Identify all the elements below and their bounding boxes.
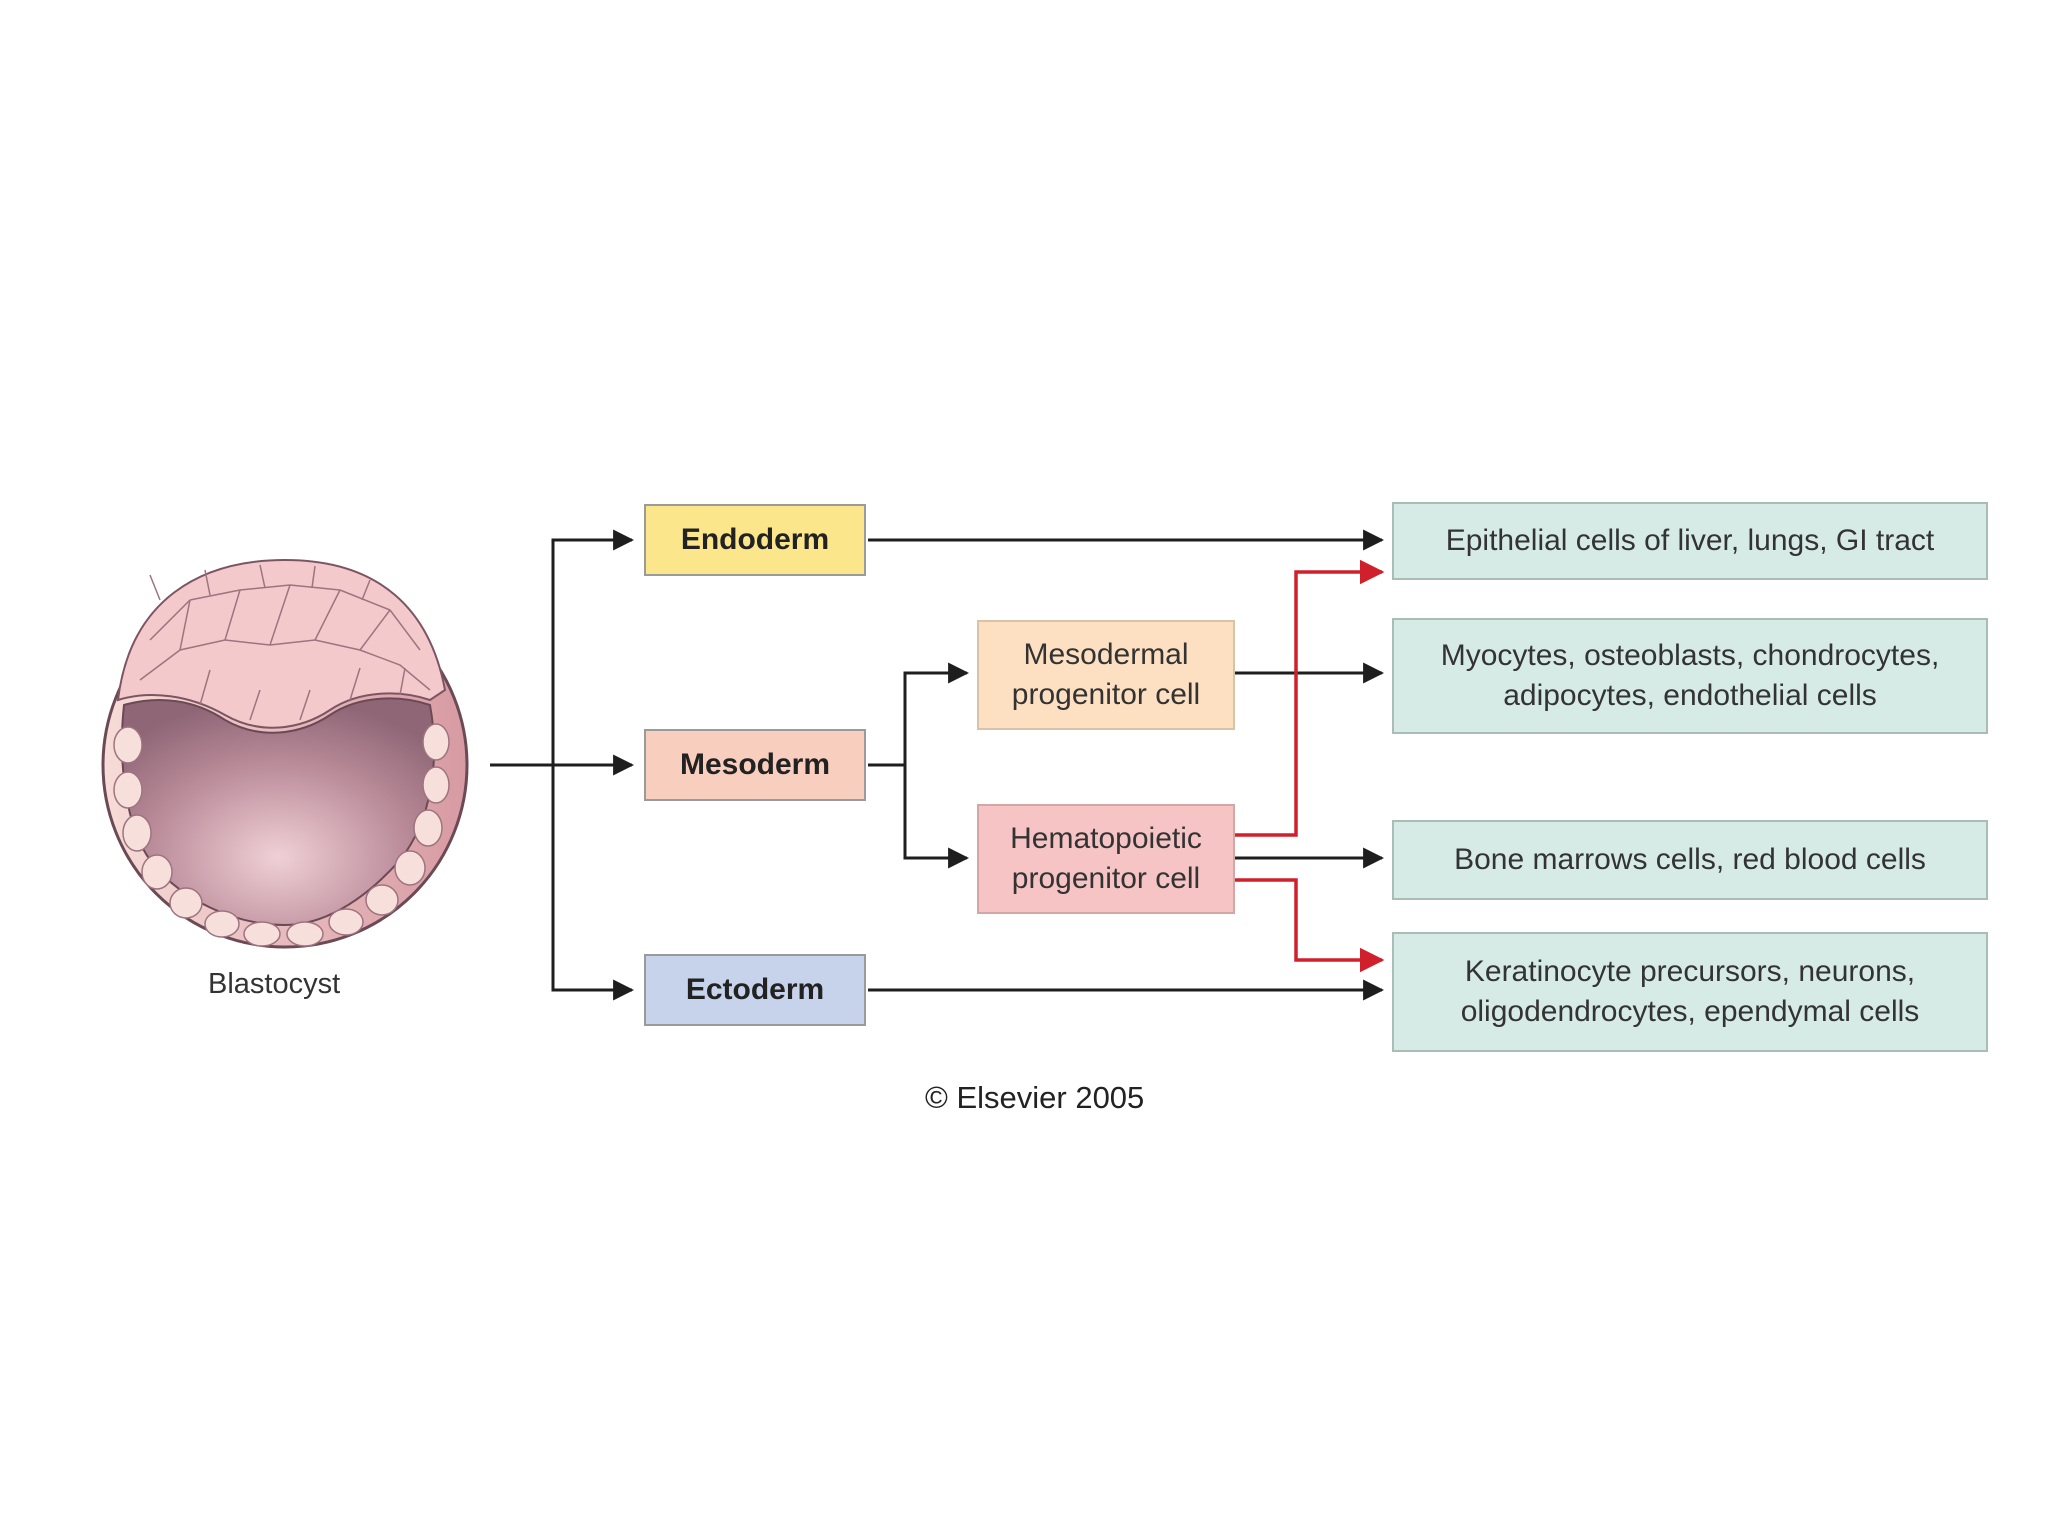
- hematopoietic-progenitor-box: Hematopoietic progenitor cell: [977, 804, 1235, 914]
- endoderm-box: Endoderm: [644, 504, 866, 576]
- arrow-to-ectoderm: [551, 765, 635, 1001]
- bone-marrow-text: Bone marrows cells, red blood cells: [1454, 843, 1926, 876]
- keratinocyte-line2: oligodendrocytes, ependymal cells: [1460, 995, 1920, 1028]
- myocytes-line2: adipocytes, endothelial cells: [1503, 679, 1877, 712]
- ectoderm-box: Ectoderm: [644, 954, 866, 1026]
- myocytes-line1: Myocytes, osteoblasts, chondrocytes,: [1440, 639, 1940, 672]
- arrow-to-mesodermal-progenitor: [903, 662, 970, 765]
- connectors: [490, 529, 1385, 1001]
- mesoderm-label: Mesoderm: [679, 748, 831, 781]
- red-arrow-to-epithelial: [1232, 559, 1385, 837]
- blastocyst-label: Blastocyst: [208, 968, 341, 1000]
- red-connectors: [1232, 559, 1385, 973]
- hematopoietic-progenitor-line1: Hematopoietic: [1010, 822, 1202, 855]
- red-arrow-to-keratinocyte: [1232, 878, 1385, 973]
- bone-marrow-box: Bone marrows cells, red blood cells: [1392, 820, 1988, 900]
- epithelial-cells-box: Epithelial cells of liver, lungs, GI tra…: [1392, 502, 1988, 580]
- myocytes-box: Myocytes, osteoblasts, chondrocytes, adi…: [1392, 618, 1988, 734]
- blastocyst-illustration: [101, 558, 469, 949]
- epithelial-cells-text: Epithelial cells of liver, lungs, GI tra…: [1445, 524, 1935, 557]
- endoderm-label: Endoderm: [680, 523, 830, 556]
- keratinocyte-box: Keratinocyte precursors, neurons, oligod…: [1392, 932, 1988, 1052]
- arrow-to-endoderm: [551, 529, 635, 765]
- mesodermal-progenitor-line2: progenitor cell: [1011, 678, 1201, 711]
- copyright-text: © Elsevier 2005: [925, 1080, 1145, 1115]
- arrow-to-hematopoietic-progenitor: [903, 765, 970, 869]
- mesodermal-progenitor-box: Mesodermal progenitor cell: [977, 620, 1235, 730]
- mesoderm-box: Mesoderm: [644, 729, 866, 801]
- hematopoietic-progenitor-line2: progenitor cell: [1011, 862, 1201, 895]
- ectoderm-label: Ectoderm: [685, 973, 825, 1006]
- keratinocyte-line1: Keratinocyte precursors, neurons,: [1464, 955, 1916, 988]
- mesodermal-progenitor-line1: Mesodermal: [1023, 638, 1189, 671]
